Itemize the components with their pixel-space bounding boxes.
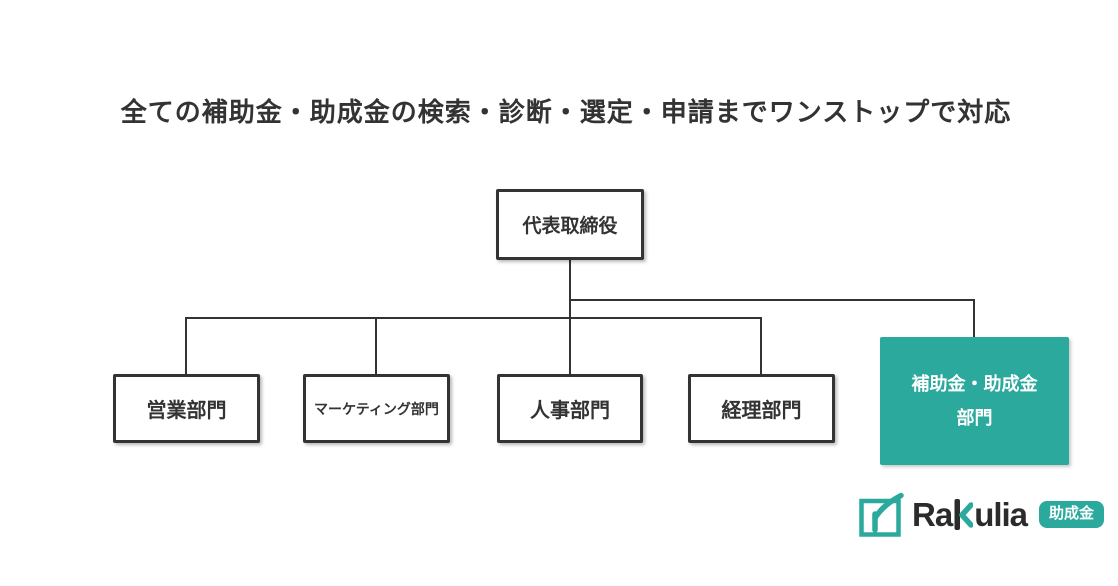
connector-horizontal-departments: [185, 317, 762, 319]
org-node-sales: 営業部門: [113, 374, 260, 443]
org-node-marketing-label: マーケティング部門: [314, 400, 439, 417]
brand-text-pre: Ra: [912, 495, 953, 533]
connector-drop-accounting: [760, 317, 762, 374]
brand-text-post: ulia: [974, 495, 1028, 533]
org-node-accounting: 経理部門: [688, 374, 835, 443]
connector-horizontal-to-highlight: [569, 299, 975, 301]
org-node-ceo: 代表取締役: [496, 189, 644, 260]
connector-drop-sales: [185, 317, 187, 374]
rakulia-logo: Ra ulia 助成金: [858, 490, 1105, 538]
org-node-ceo-label: 代表取締役: [522, 216, 618, 237]
connector-drop-marketing: [375, 317, 377, 374]
page-title: 全ての補助金・助成金の検索・診断・選定・申請までワンストップで対応: [120, 97, 1012, 127]
brand-wordmark: Ra ulia: [912, 495, 1028, 533]
brand-k-icon: [952, 498, 974, 531]
org-node-hr-label: 人事部門: [530, 400, 610, 422]
org-node-sales-label: 営業部門: [146, 400, 227, 422]
org-node-subsidy-label-line2: 部門: [956, 408, 993, 428]
subsidy-badge: 助成金: [1039, 500, 1105, 528]
org-node-subsidy-label-line1: 補助金・助成金: [911, 373, 1038, 394]
rakulia-square-r-icon: [858, 490, 904, 538]
org-node-hr: 人事部門: [497, 374, 643, 443]
org-node-accounting-label: 経理部門: [721, 400, 802, 422]
connector-drop-highlight: [973, 299, 975, 337]
org-node-marketing: マーケティング部門: [303, 374, 450, 443]
org-node-subsidy-department: 補助金・助成金 部門: [880, 337, 1069, 465]
